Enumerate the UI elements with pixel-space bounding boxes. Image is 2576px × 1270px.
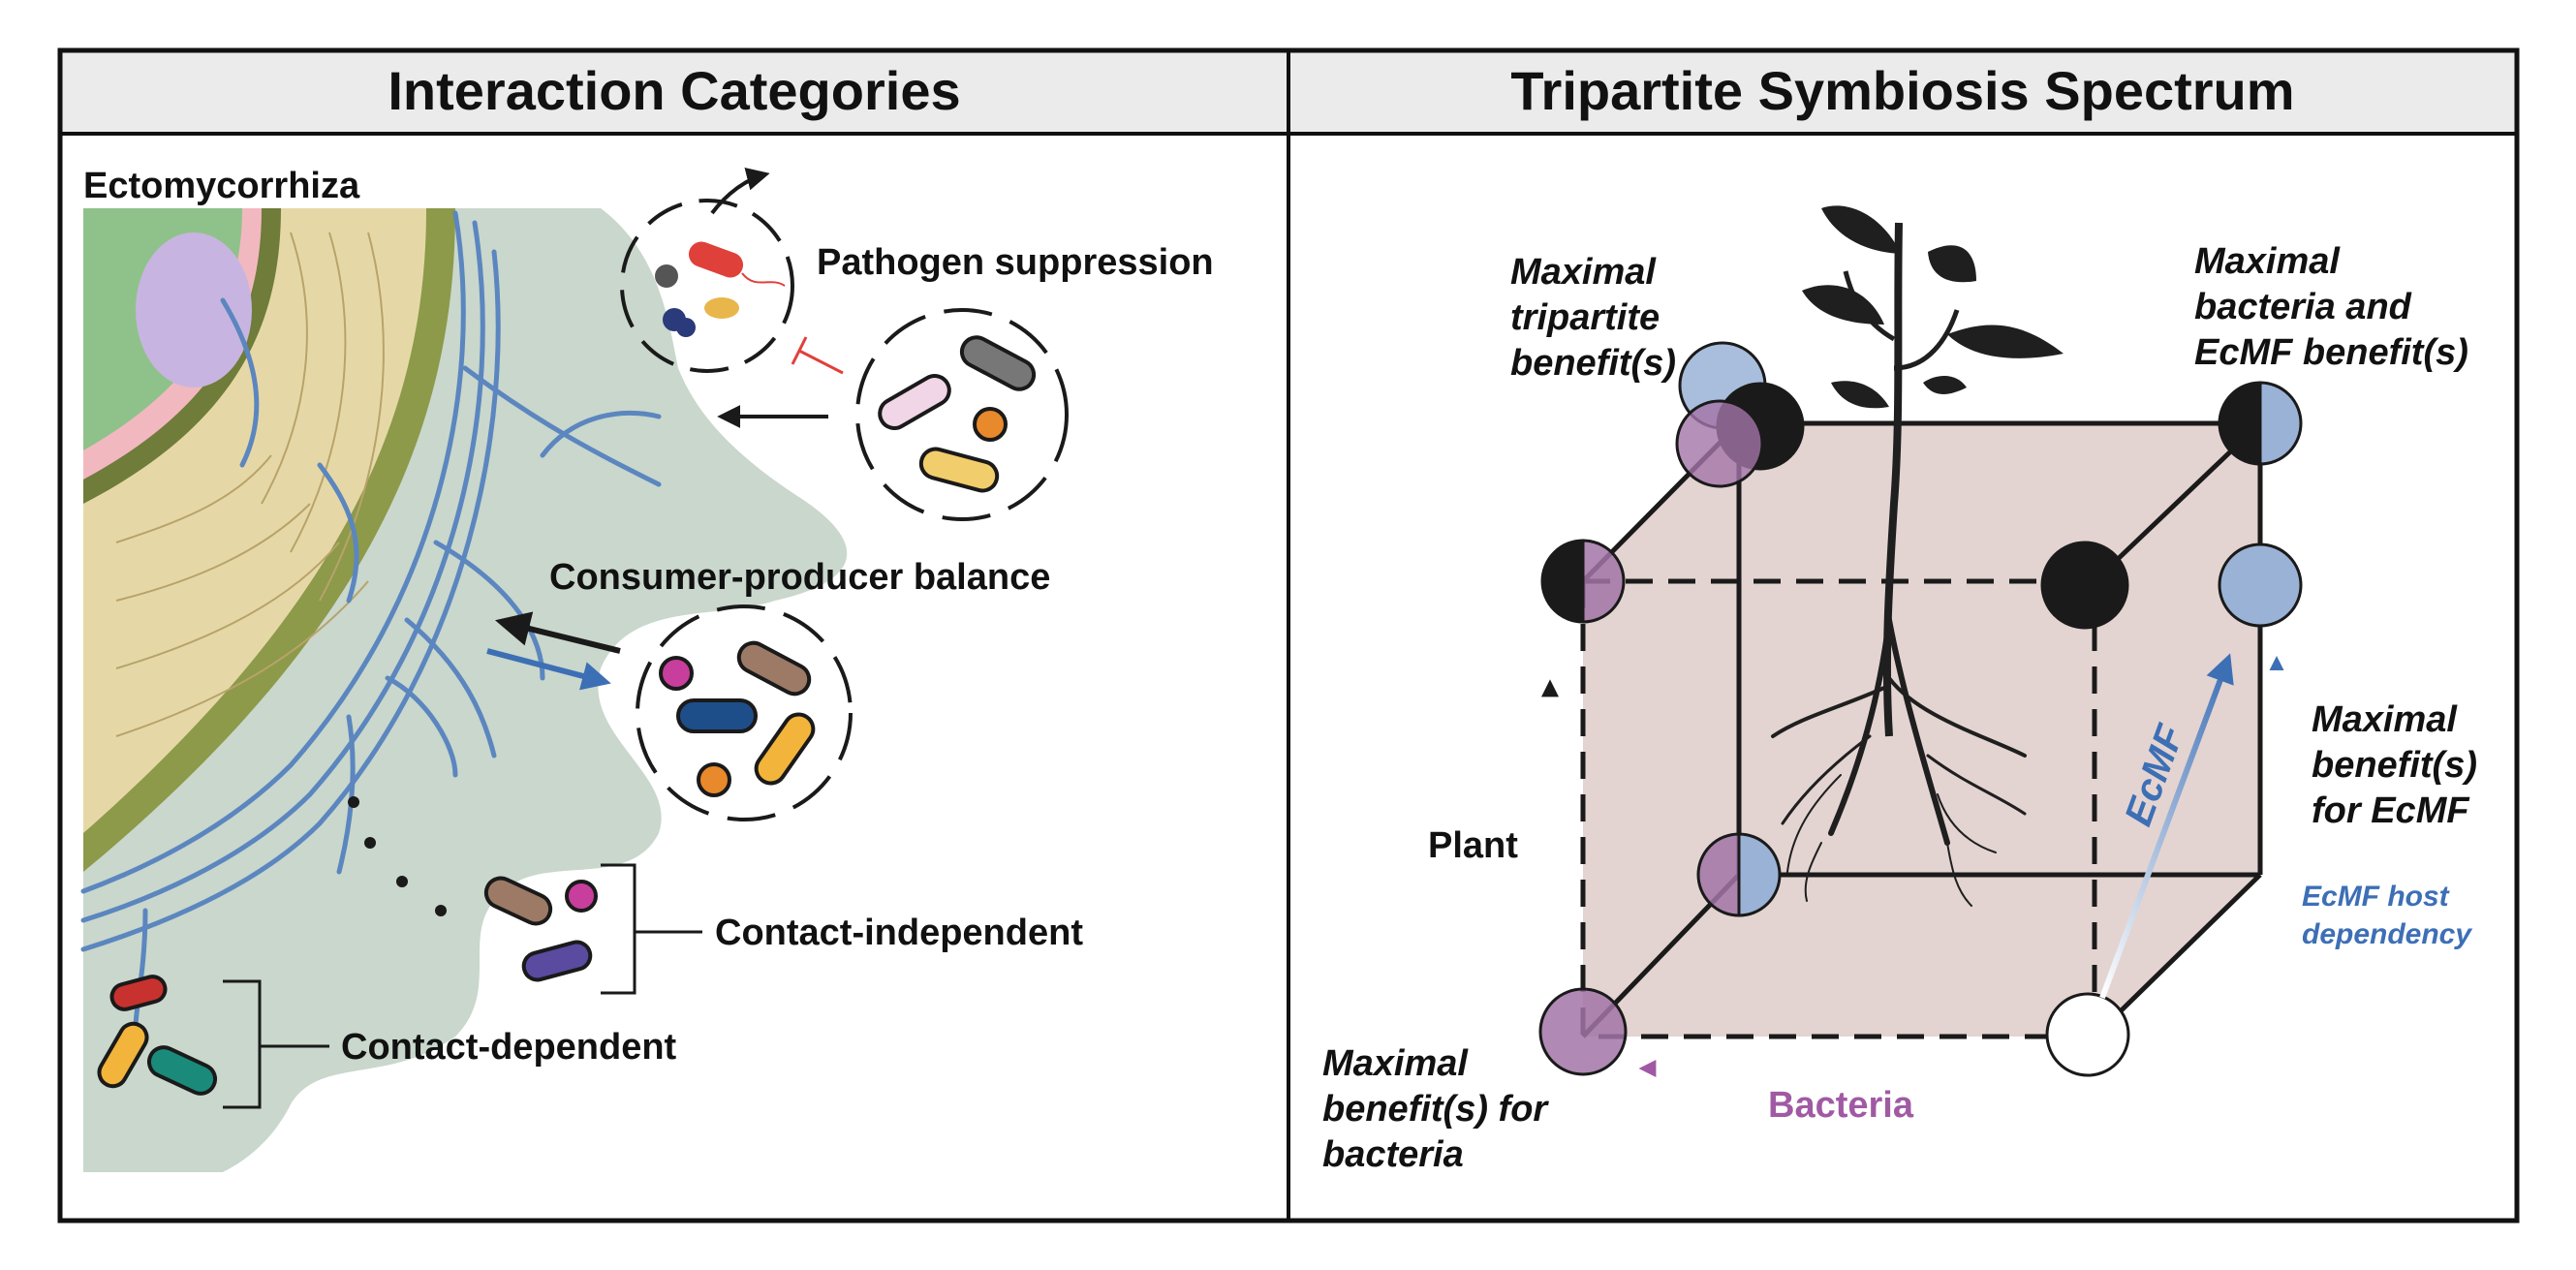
- panel-title-left: Interaction Categories: [388, 60, 960, 121]
- ecmf-benefit-label: Maximal benefit(s) for EcMF: [2312, 699, 2488, 831]
- ectomycorrhiza-label: Ectomycorrhiza: [83, 166, 360, 206]
- bacteria-ecmf-line-1: Maximal: [2194, 241, 2341, 282]
- microbe-community-top: [717, 308, 1069, 521]
- plant-axis-label: Plant: [1428, 825, 1518, 866]
- sphere-bacteria-ecmf-black: [2218, 381, 2262, 466]
- tripartite-line-2: tripartite: [1510, 297, 1660, 338]
- pathogen-suppression-label: Pathogen suppression: [817, 242, 1214, 283]
- bacteria-ecmf-line-2: bacteria and: [2194, 287, 2412, 327]
- plant-illustration: [1771, 205, 2064, 907]
- frame: [57, 47, 2520, 1224]
- ecmf-line-3: for EcMF: [2312, 790, 2470, 831]
- tripartite-line-1: Maximal: [1510, 252, 1657, 293]
- root-cross-section: [83, 208, 455, 872]
- sphere-bacteria-ecmf-blue: [2258, 381, 2303, 466]
- bacteria-benefit-label: Maximal benefit(s) for bacteria: [1322, 1043, 1558, 1175]
- corner-spheres: [1538, 341, 2303, 1077]
- bacteria-axis-label: Bacteria: [1768, 1085, 1914, 1126]
- bacteria-ecmf-benefit-label: Maximal bacteria and EcMF benefit(s): [2194, 241, 2468, 373]
- tripartite-line-3: benefit(s): [1510, 343, 1676, 384]
- sphere-ecmf-blue: [2218, 542, 2303, 628]
- ecmf-line-1: Maximal: [2312, 699, 2458, 740]
- contact-dependent-group: [97, 975, 329, 1109]
- microbe-community-middle: [486, 604, 853, 821]
- bacteria-line-2: benefit(s) for: [1322, 1089, 1549, 1130]
- contact-independent-label: Contact-independent: [715, 913, 1083, 953]
- sphere-back-bottom-purple: [1696, 832, 1741, 917]
- bacteria-line-3: bacteria: [1322, 1134, 1464, 1175]
- host-dependency-line-2: dependency: [2302, 918, 2472, 950]
- contact-dependent-label: Contact-dependent: [341, 1027, 677, 1068]
- panel-title-right: Tripartite Symbiosis Spectrum: [1510, 60, 2294, 121]
- sphere-bacteria-purple: [1538, 987, 1628, 1076]
- contact-independent-group: [483, 863, 702, 995]
- axes: [1541, 653, 2284, 1077]
- dotted-trail: [348, 796, 447, 916]
- ecmf-host-dependency-label: EcMF host dependency: [2302, 881, 2472, 950]
- ecmf-axis-arrow: [2099, 653, 2234, 1000]
- sphere-front-right-black: [2040, 541, 2129, 630]
- consumer-producer-label: Consumer-producer balance: [549, 557, 1050, 598]
- host-dependency-line-1: EcMF host: [2302, 881, 2451, 913]
- sphere-tripartite-purple: [1675, 399, 1764, 488]
- sphere-origin-empty: [2045, 992, 2130, 1077]
- ecmf-line-2: benefit(s): [2312, 745, 2477, 786]
- header-right-bg: [1288, 50, 2517, 134]
- tripartite-benefit-label: Maximal tripartite benefit(s): [1510, 252, 1676, 384]
- bacteria-ecmf-line-3: EcMF benefit(s): [2194, 332, 2468, 373]
- left-panel: [80, 208, 848, 1172]
- sphere-front-left-purple: [1581, 539, 1626, 624]
- pathogen-group: [620, 168, 844, 375]
- hyphae-network: [80, 210, 662, 1030]
- sphere-back-bottom-blue: [1737, 832, 1782, 917]
- header-left-bg: [60, 50, 1288, 134]
- bacteria-line-1: Maximal: [1322, 1043, 1469, 1084]
- sphere-front-left-black: [1540, 539, 1585, 624]
